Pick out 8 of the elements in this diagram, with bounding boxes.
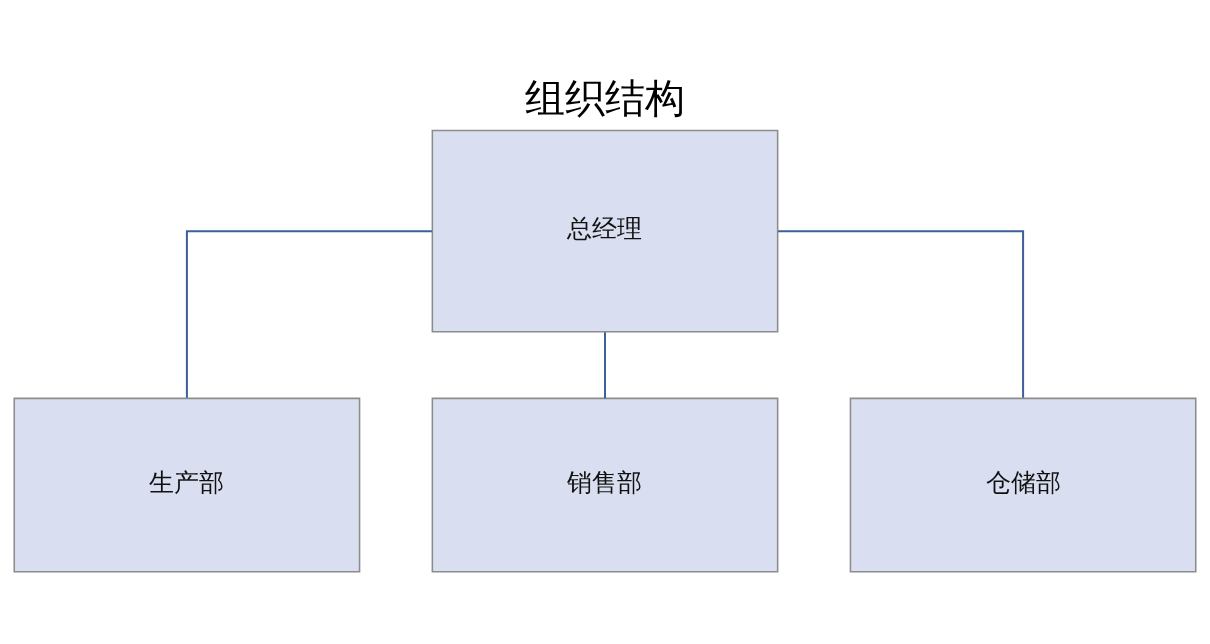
node-box: 总经理 bbox=[431, 129, 779, 333]
connector bbox=[185, 229, 432, 398]
node-box: 生产部 bbox=[13, 397, 361, 573]
node-box: 仓储部 bbox=[849, 397, 1197, 573]
node-box: 销售部 bbox=[431, 397, 779, 573]
connector bbox=[604, 331, 606, 398]
connector bbox=[778, 229, 1025, 398]
diagram-title: 组织结构 bbox=[525, 74, 685, 121]
